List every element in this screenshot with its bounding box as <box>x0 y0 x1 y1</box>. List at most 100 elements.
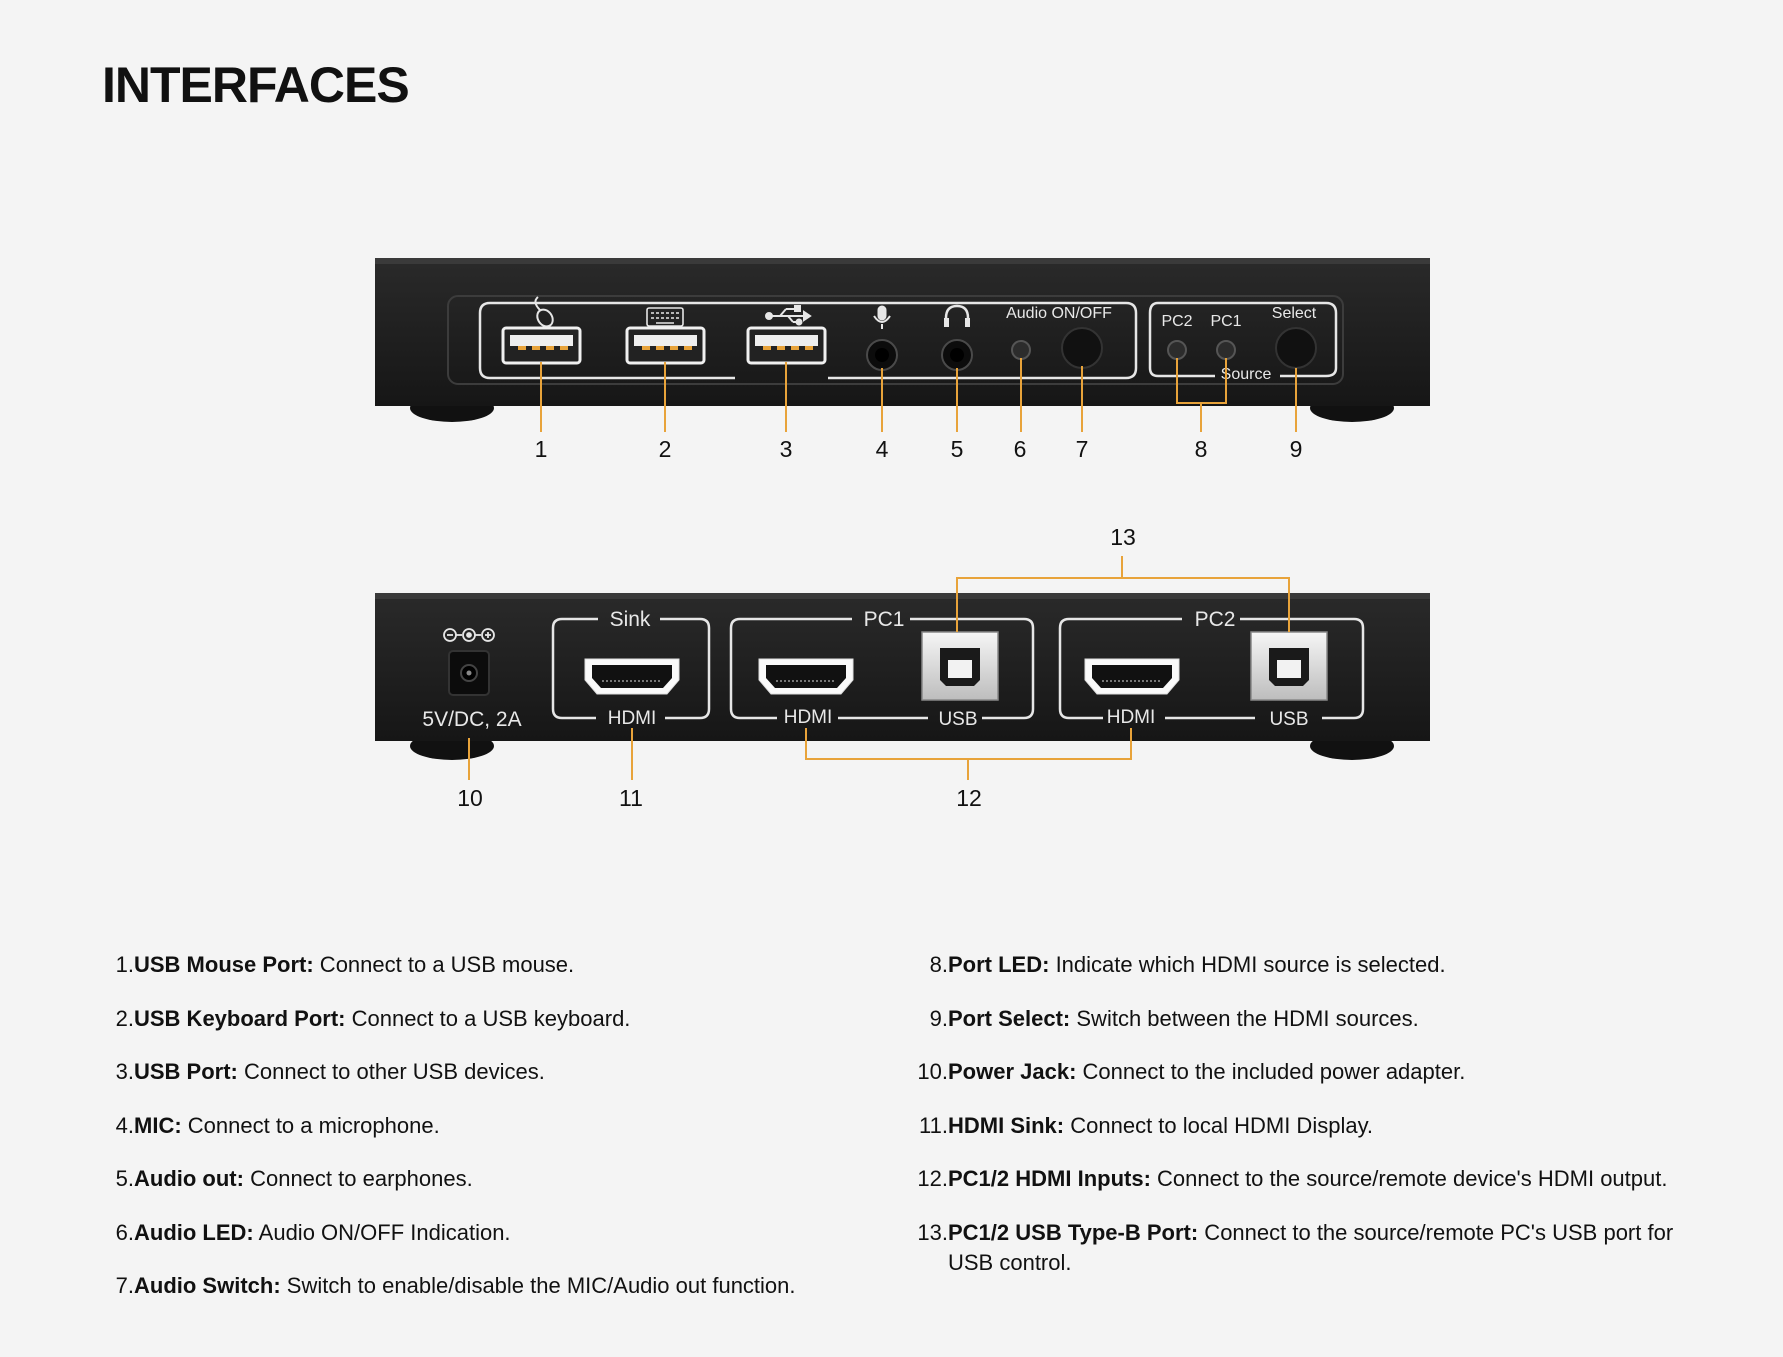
legend-description: Connect to earphones. <box>243 1166 473 1191</box>
legend-item: 4.MIC: Connect to a microphone. <box>94 1111 854 1141</box>
power-rating-label: 5V/DC, 2A <box>422 708 521 731</box>
legend-term: Power Jack: <box>948 1059 1077 1084</box>
pc1-rear-label: PC1 <box>864 608 905 631</box>
pc2-led <box>1167 340 1187 360</box>
legend-term: Port LED: <box>948 952 1050 977</box>
usb-symbol-icon <box>765 305 812 326</box>
legend-item: 2.USB Keyboard Port: Connect to a USB ke… <box>94 1004 854 1034</box>
legend-number: 11. <box>919 1112 948 1138</box>
pc1-usb-label: USB <box>938 709 977 730</box>
pc1-led <box>1216 340 1236 360</box>
pc1-usb-b-port[interactable] <box>921 631 999 701</box>
legend-item: 7.Audio Switch: Switch to enable/disable… <box>94 1271 854 1301</box>
audio-led <box>1011 340 1031 360</box>
hdmi-sink-port[interactable] <box>584 658 680 695</box>
callout-10: 10 <box>457 785 483 811</box>
callout-2: 2 <box>659 436 672 462</box>
pc1-hdmi-label: HDMI <box>784 707 833 728</box>
legend-description: Connect to local HDMI Display. <box>1064 1112 1374 1138</box>
callout-3: 3 <box>780 436 793 462</box>
legend-item: 3.USB Port: Connect to other USB devices… <box>94 1057 854 1087</box>
legend-item: 5.Audio out: Connect to earphones. <box>94 1164 854 1194</box>
pc2-hdmi-label: HDMI <box>1107 707 1156 728</box>
legend-term: Audio out: <box>134 1166 244 1191</box>
callout-9: 9 <box>1290 436 1303 462</box>
pc2-outline <box>1058 617 1365 720</box>
callout-5: 5 <box>951 436 964 462</box>
power-jack[interactable] <box>448 650 490 696</box>
legend-description: Switch between the HDMI sources. <box>1070 1005 1419 1031</box>
pc2-rear-label: PC2 <box>1195 608 1236 631</box>
sink-outline <box>551 617 711 720</box>
legend-term: PC1/2 USB Type-B Port: <box>948 1219 1199 1245</box>
legend-number: 5. <box>115 1166 134 1191</box>
pc2-hdmi-port[interactable] <box>1084 658 1180 695</box>
legend-list-left: 1.USB Mouse Port: Connect to a USB mouse… <box>94 950 854 1325</box>
port-select-button[interactable] <box>1275 327 1317 369</box>
legend-description: Connect to a USB mouse. <box>313 952 575 977</box>
legend-item: 1.USB Mouse Port: Connect to a USB mouse… <box>94 950 854 980</box>
legend-term: USB Mouse Port: <box>134 952 314 977</box>
legend-number: 9. <box>929 1005 948 1031</box>
select-label: Select <box>1272 305 1317 322</box>
usb-mouse-port[interactable] <box>501 326 582 365</box>
legend-number: 12. <box>917 1166 948 1191</box>
legend-description: Connect to the source/remote device's HD… <box>1150 1166 1668 1191</box>
callout-6: 6 <box>1014 436 1027 462</box>
callout-7: 7 <box>1076 436 1089 462</box>
callout-8: 8 <box>1195 436 1208 462</box>
headphones-icon <box>944 304 970 327</box>
usb-keyboard-port[interactable] <box>625 326 706 365</box>
legend-term: USB Port: <box>134 1059 238 1084</box>
front-outline-source <box>1148 301 1338 378</box>
pc2-usb-label: USB <box>1269 709 1308 730</box>
legend-number: 8. <box>929 952 948 977</box>
pc1-label: PC1 <box>1210 313 1241 330</box>
usb-port[interactable] <box>746 326 827 365</box>
source-label: Source <box>1221 366 1272 383</box>
page-title: INTERFACES <box>102 57 410 113</box>
legend-description: Connect to other USB devices. <box>237 1059 545 1084</box>
legend-term: Port Select: <box>948 1005 1071 1031</box>
pc2-usb-b-port[interactable] <box>1250 631 1328 701</box>
dc-polarity-icon <box>443 628 495 642</box>
legend-term: USB Keyboard Port: <box>134 1005 346 1031</box>
legend-number: 3. <box>115 1059 134 1084</box>
audio-on-off-label: Audio ON/OFF <box>1006 305 1112 322</box>
legend-number: 2. <box>115 1005 134 1031</box>
legend-term: MIC: <box>134 1112 182 1138</box>
legend-item: 12.PC1/2 HDMI Inputs: Connect to the sou… <box>908 1164 1708 1194</box>
legend-item: 6.Audio LED: Audio ON/OFF Indication. <box>94 1218 854 1248</box>
callout-1: 1 <box>535 436 548 462</box>
legend-description: Switch to enable/disable the MIC/Audio o… <box>280 1273 796 1298</box>
callout-13: 13 <box>1110 524 1136 550</box>
audio-out-jack[interactable] <box>941 339 973 371</box>
legend-list-right: 8.Port LED: Indicate which HDMI source i… <box>908 950 1708 1301</box>
callout-4: 4 <box>876 436 889 462</box>
legend-description: Connect to the included power adapter. <box>1076 1059 1466 1084</box>
legend-description: Connect to a microphone. <box>181 1112 440 1138</box>
legend-item: 11.HDMI Sink: Connect to local HDMI Disp… <box>908 1111 1708 1141</box>
legend-item: 10.Power Jack: Connect to the included p… <box>908 1057 1708 1087</box>
sink-label: Sink <box>610 608 651 631</box>
legend-description: Connect to a USB keyboard. <box>345 1005 631 1031</box>
keyboard-icon <box>646 307 684 327</box>
audio-switch-button[interactable] <box>1061 327 1103 369</box>
legend-term: HDMI Sink: <box>948 1112 1065 1138</box>
front-callout-lines <box>540 358 1297 432</box>
front-outline-usb-audio <box>478 301 1138 380</box>
rear-callout-lines <box>468 556 1290 780</box>
sink-hdmi-label: HDMI <box>608 708 657 729</box>
front-panel: Audio ON/OFF PC2 PC1 Select Source 1 2 3… <box>375 258 1430 462</box>
legend-number: 4. <box>115 1112 134 1138</box>
legend-number: 6. <box>115 1219 134 1245</box>
legend-description: Audio ON/OFF Indication. <box>253 1219 511 1245</box>
legend-term: PC1/2 HDMI Inputs: <box>948 1166 1151 1191</box>
callout-11: 11 <box>619 785 643 811</box>
microphone-icon <box>873 305 891 329</box>
legend-number: 7. <box>115 1273 134 1298</box>
pc1-hdmi-port[interactable] <box>758 658 854 695</box>
callout-12: 12 <box>956 785 982 811</box>
mic-jack[interactable] <box>866 339 898 371</box>
